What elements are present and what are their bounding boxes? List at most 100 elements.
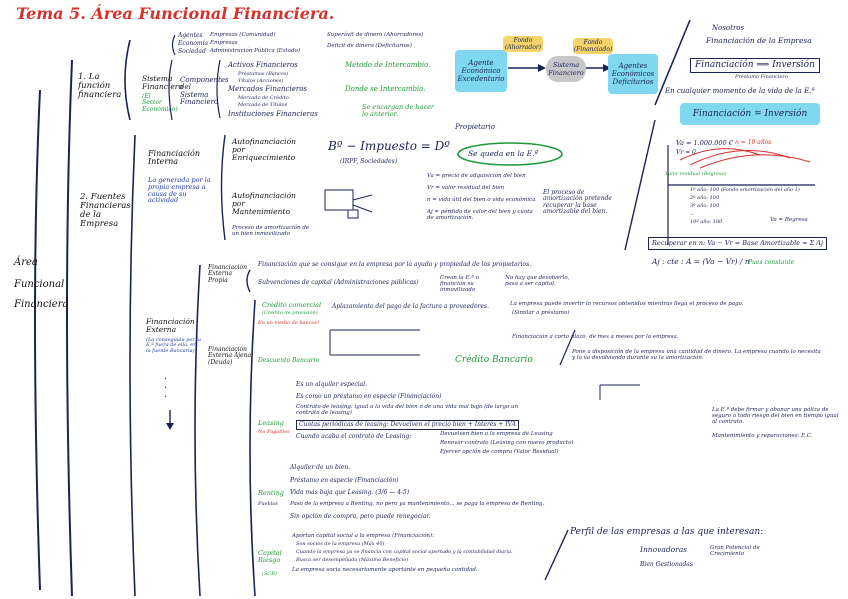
flow-agente-excedentario: Agente Económico Excedentario — [455, 50, 507, 92]
autofinanciacion-mantenimiento: Autofinanciación por Mantenimiento — [232, 191, 296, 216]
mercados-sub-1: Mercado de Crédito — [238, 95, 289, 101]
continuation-dots: ··· — [164, 374, 168, 403]
renting-item-4: Paso de la empresa a Renting, no pero ya… — [290, 501, 545, 507]
perfil-item-2: Bien Gestionadas — [640, 561, 693, 568]
financiacion-interna-label: Financiación Interna — [148, 149, 200, 167]
capital-item-5: La empresa socia necesariamente aportant… — [292, 567, 478, 573]
activos-sub-1: Préstamos (Bancos) — [238, 71, 289, 77]
formula-financiacion-inversion: Financiación ⟹ Inversión — [690, 58, 820, 74]
leasing-item-5: Cuando acaba el contrato de Leasing: — [296, 433, 412, 440]
mant-note: Proceso de amortización de un bien inmov… — [232, 225, 310, 237]
financiacion-interna-note: La generada por la propia empresa a caus… — [148, 176, 211, 205]
amort-row-1: 1º año: 100 (Fondo amortización del año … — [690, 187, 800, 193]
credito-right-2: (Similar a préstamo) — [512, 310, 570, 316]
leasing-label: Leasing — [258, 419, 284, 427]
capital-item-3: Cuando la empresa ya se financia con cap… — [296, 549, 513, 555]
perfil-note: Gran Potencial de Crecimiento — [710, 545, 760, 557]
activos-label: Activos Financieros — [228, 61, 298, 69]
agentes-item-3: Administración Pública (Estado) — [210, 48, 300, 54]
financiacion-externa-label: Financiación Externa — [146, 317, 195, 334]
highlight-financiacion-inversion: Financiación = Inversión — [680, 103, 820, 125]
agentes-right-2: Déficit de dinero (Deficitarios) — [327, 43, 412, 49]
capital-item-4: Busca ser desempeñada (Máximo Beneficio) — [296, 557, 409, 563]
root-label-line-1: Área — [14, 257, 38, 268]
credito-bancario-label: Crédito Bancario — [455, 355, 533, 365]
credito-comercial-sub-2: En un medio de bancos! — [258, 320, 320, 326]
renting-sub: Pueblos — [258, 501, 278, 507]
flow-fondo-ahorrador: Fondo (Ahorrador) — [503, 36, 543, 52]
agentes-label-1: Agentes — [178, 32, 203, 39]
agentes-right-1: Superávit de dinero (Ahorradores) — [327, 32, 424, 38]
ext-ajena-label: Financiación Externa Ajena (Deuda) — [208, 346, 252, 366]
f-propia-2: Subvenciones de capital (Administracione… — [258, 279, 419, 286]
sistema-financiero-label: Sistema Financiero — [142, 74, 183, 91]
activos-right: Método de Intercambio. — [345, 61, 431, 69]
mant-item-3: n = vida útil del bien o vida económica — [427, 197, 536, 203]
leasing-item-4: Cuotas periódicas de leasing: Devuelven … — [296, 420, 519, 431]
f-propia-4: No hay que devolverlo, pasa a ser capita… — [505, 275, 570, 287]
mercados-label: Mercados Financieros — [228, 85, 308, 93]
financiacion-externa-note: (La conseguida por la E.ª fuera de ella,… — [146, 337, 201, 354]
amort-row-5: 10º año: 100 — [690, 219, 723, 225]
credito-comercial-sub: (Crédito de provisión) — [262, 310, 318, 316]
autofinanciacion-enriquecimiento: Autofinanciación por Enriquecimiento — [232, 137, 296, 162]
credito-desc: Aplazamiento del pago de la factura a pr… — [332, 303, 490, 310]
renting-label: Renting — [258, 489, 284, 497]
componentes-label: Componentes del Sistema Financiero — [180, 76, 229, 107]
leasing-right-1: La E.ª debe firmar y abonar una póliza d… — [712, 407, 839, 425]
ext-propia-label: Financiación Externa Propia — [208, 264, 247, 284]
instituciones-right: Se encargan de hacer lo anterior. — [362, 103, 435, 118]
amort-va-regresa: Va = Regresa — [770, 217, 808, 223]
amort-row-4: ... — [690, 211, 695, 217]
formula-sub: Préstamo Financiero — [735, 74, 788, 80]
leasing-right-2: Mantenimiento y reparaciones: E.C. — [712, 433, 813, 439]
enriq-out-1: Propietario — [455, 123, 495, 131]
agentes-label-2: Economía — [178, 40, 209, 47]
mercados-right: Donde se Intercambia. — [345, 85, 426, 93]
leasing-item-1: Es un alquiler especial. — [296, 381, 368, 388]
activos-sub-2: Títulos (Acciones) — [238, 78, 284, 84]
capital-item-2: Son socios de la empresa (Máx 40) — [296, 541, 385, 547]
mant-item-4: Aj = pérdida de valor del bien y cuota d… — [427, 209, 533, 221]
leasing-sub: No Pagables — [258, 429, 290, 435]
credito-right-3: Financiación a corto plazo, de mes a mes… — [512, 334, 679, 340]
flow-sistema-financiero: Sistema Financiero — [546, 56, 586, 82]
note-financiacion-empresa: Financiación de la Empresa — [706, 36, 812, 45]
amort-cuota-note: Pues constante — [748, 259, 795, 266]
amort-n: n = 10 años — [735, 139, 772, 146]
mant-item-2: Vr = valor residual del bien — [427, 185, 505, 191]
sistema-note: (El Sector Económico) — [142, 93, 178, 113]
leasing-end-1: Devuelven bien a la empresa de Leasing — [440, 431, 553, 437]
enriq-formula: Bº − Impuesto = Dº — [328, 139, 450, 153]
flow-fondo-financiado: Fondo (Financiado) — [573, 38, 613, 54]
credito-right-1: La empresa puede invertir lo recursos ob… — [510, 301, 744, 307]
flow-agentes-deficitarios: Agentes Económicos Deficitarios — [608, 54, 658, 94]
capital-riesgo-label: Capital Riesgo — [258, 549, 282, 564]
amort-vr: Vr = 0 — [676, 149, 696, 156]
mercados-sub-2: Mercado de Títulos — [238, 102, 288, 108]
agentes-label-3: Sociedad — [178, 48, 206, 55]
f-propia-3: Crean la E.ª o financian su inmovilizado — [440, 275, 479, 293]
amort-cuota: Aj : cte : A = (Va − Vr) / n — [652, 257, 750, 266]
mant-right: El proceso de amortización pretende recu… — [543, 189, 612, 215]
descuento-bancario-label: Descuento Bancario — [258, 357, 320, 364]
perfil-item-1: Innovadoras — [640, 545, 688, 554]
renting-item-2: Préstamo en especie (Financiación) — [290, 477, 399, 484]
agentes-item-1: Empresas (Comunidad) — [210, 32, 276, 38]
mant-item-1: Va = precio de adquisición del bien — [427, 173, 526, 179]
renting-item-3: Vida más baja que Leasing. (3/6 — 4-5) — [290, 489, 410, 496]
root-label-line-3: Financiera — [14, 299, 69, 310]
enriq-sub: (IRPF, Sociedades) — [340, 158, 398, 165]
leasing-end-2: Renovar contrato (Leasing con nuevo prod… — [440, 440, 574, 446]
renting-item-5: Sin opción de compra, pero puede renegoc… — [290, 513, 431, 520]
enriq-out-2: Se queda en la E.ª — [468, 149, 539, 158]
leasing-item-3: Contrato de leasing: igual a la vida del… — [296, 404, 519, 416]
capital-item-1: Aportan capital social a la empresa (Fin… — [292, 533, 435, 539]
capital-riesgo-sub: (SCR) — [262, 571, 277, 577]
root-label-line-2: Funcional — [14, 279, 65, 290]
leasing-end-3: Ejercer opción de compra (Valor Residual… — [440, 449, 559, 455]
instituciones-label: Instituciones Financieras — [228, 110, 318, 118]
renting-item-1: Alquiler de un bien. — [290, 464, 351, 471]
credito-bancario-desc: Pone a disposición de la empresa una can… — [572, 349, 821, 361]
section-2-title: 2. Fuentes Financieras de la Empresa — [80, 192, 131, 229]
